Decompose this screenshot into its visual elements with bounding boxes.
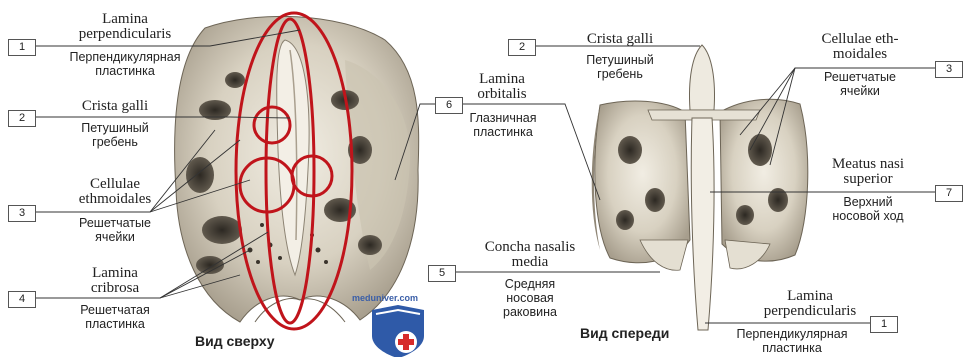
meduniver-logo: [372, 305, 424, 357]
label-lamina-perpendicularis-latin: Lamina perpendicularis: [60, 12, 190, 42]
russian-line: ячейки: [55, 230, 175, 244]
callout-number-2-right: 2: [508, 39, 536, 56]
latin-line: Lamina: [745, 289, 875, 304]
latin-line: Cellulae: [55, 177, 175, 192]
label-lamina-cribrosa-russian: Решетчатая пластинка: [55, 303, 175, 331]
latin-line: cribrosa: [55, 281, 175, 296]
russian-line: пластинка: [722, 341, 862, 355]
callout-number-2-left: 2: [8, 110, 36, 127]
label-meatus-nasi-superior-russian: Верхний носовой ход: [808, 195, 928, 223]
callout-number-3-left: 3: [8, 205, 36, 222]
label-concha-nasalis-media-russian: Средняя носовая раковина: [470, 277, 590, 319]
superior-view-bone: [175, 16, 419, 322]
label-lamina-perpendicularis-russian: Перпендикулярная пластинка: [55, 50, 195, 78]
watermark-text: meduniver.com: [352, 293, 418, 303]
label-lamina-perpendicularis-right-latin: Lamina perpendicularis: [745, 289, 875, 319]
latin-line: Concha nasalis: [460, 240, 600, 255]
russian-line: носовой ход: [808, 209, 928, 223]
russian-line: гребень: [55, 135, 175, 149]
label-cellulae-ethmoidales-russian: Решетчатые ячейки: [55, 216, 175, 244]
callout-number-7: 7: [935, 185, 963, 202]
callout-number-1-left: 1: [8, 39, 36, 56]
latin-line: media: [460, 255, 600, 270]
latin-line: superior: [808, 172, 928, 187]
label-lamina-perpendicularis-right-russian: Перпендикулярная пластинка: [722, 327, 862, 355]
latin-line: Lamina: [55, 266, 175, 281]
latin-line: moidales: [800, 47, 920, 62]
superior-view-title: Вид сверху: [195, 333, 275, 349]
callout-number-4-left: 4: [8, 291, 36, 308]
latin-line: perpendicularis: [60, 27, 190, 42]
latin-line: Lamina: [60, 12, 190, 27]
label-lamina-cribrosa-latin: Lamina cribrosa: [55, 266, 175, 296]
label-concha-nasalis-media-latin: Concha nasalis media: [460, 240, 600, 270]
label-lamina-orbitalis-latin: Lamina orbitalis: [462, 72, 542, 102]
label-cellulae-ethmoidales-right-russian: Решетчатые ячейки: [800, 70, 920, 98]
russian-line: Петушиный: [560, 53, 680, 67]
latin-line: Cellulae eth-: [800, 32, 920, 47]
callout-number-5: 5: [428, 265, 456, 282]
russian-line: пластинка: [458, 125, 548, 139]
anterior-view-title: Вид спереди: [580, 325, 669, 341]
russian-line: Глазничная: [458, 111, 548, 125]
russian-line: раковина: [470, 305, 590, 319]
russian-line: пластинка: [55, 317, 175, 331]
latin-line: Crista galli: [560, 32, 680, 47]
russian-line: Решетчатые: [800, 70, 920, 84]
russian-line: ячейки: [800, 84, 920, 98]
latin-line: orbitalis: [462, 87, 542, 102]
label-lamina-orbitalis-russian: Глазничная пластинка: [458, 111, 548, 139]
latin-line: perpendicularis: [745, 304, 875, 319]
russian-line: Решетчатые: [55, 216, 175, 230]
russian-line: Перпендикулярная: [722, 327, 862, 341]
label-cellulae-ethmoidales-latin: Cellulae ethmoidales: [55, 177, 175, 207]
anterior-view-bone: [592, 45, 808, 330]
russian-line: Петушиный: [55, 121, 175, 135]
latin-line: ethmoidales: [55, 192, 175, 207]
latin-line: Lamina: [462, 72, 542, 87]
russian-line: носовая: [470, 291, 590, 305]
latin-line: Meatus nasi: [808, 157, 928, 172]
label-crista-galli-russian: Петушиный гребень: [55, 121, 175, 149]
russian-line: Средняя: [470, 277, 590, 291]
label-crista-galli-latin: Crista galli: [50, 99, 180, 114]
callout-number-3-right: 3: [935, 61, 963, 78]
russian-line: Перпендикулярная: [55, 50, 195, 64]
russian-line: Верхний: [808, 195, 928, 209]
russian-line: пластинка: [55, 64, 195, 78]
latin-line: Crista galli: [50, 99, 180, 114]
label-cellulae-ethmoidales-right-latin: Cellulae eth- moidales: [800, 32, 920, 62]
label-crista-galli-right-latin: Crista galli: [560, 32, 680, 47]
label-meatus-nasi-superior-latin: Meatus nasi superior: [808, 157, 928, 187]
label-crista-galli-right-russian: Петушиный гребень: [560, 53, 680, 81]
russian-line: гребень: [560, 67, 680, 81]
russian-line: Решетчатая: [55, 303, 175, 317]
